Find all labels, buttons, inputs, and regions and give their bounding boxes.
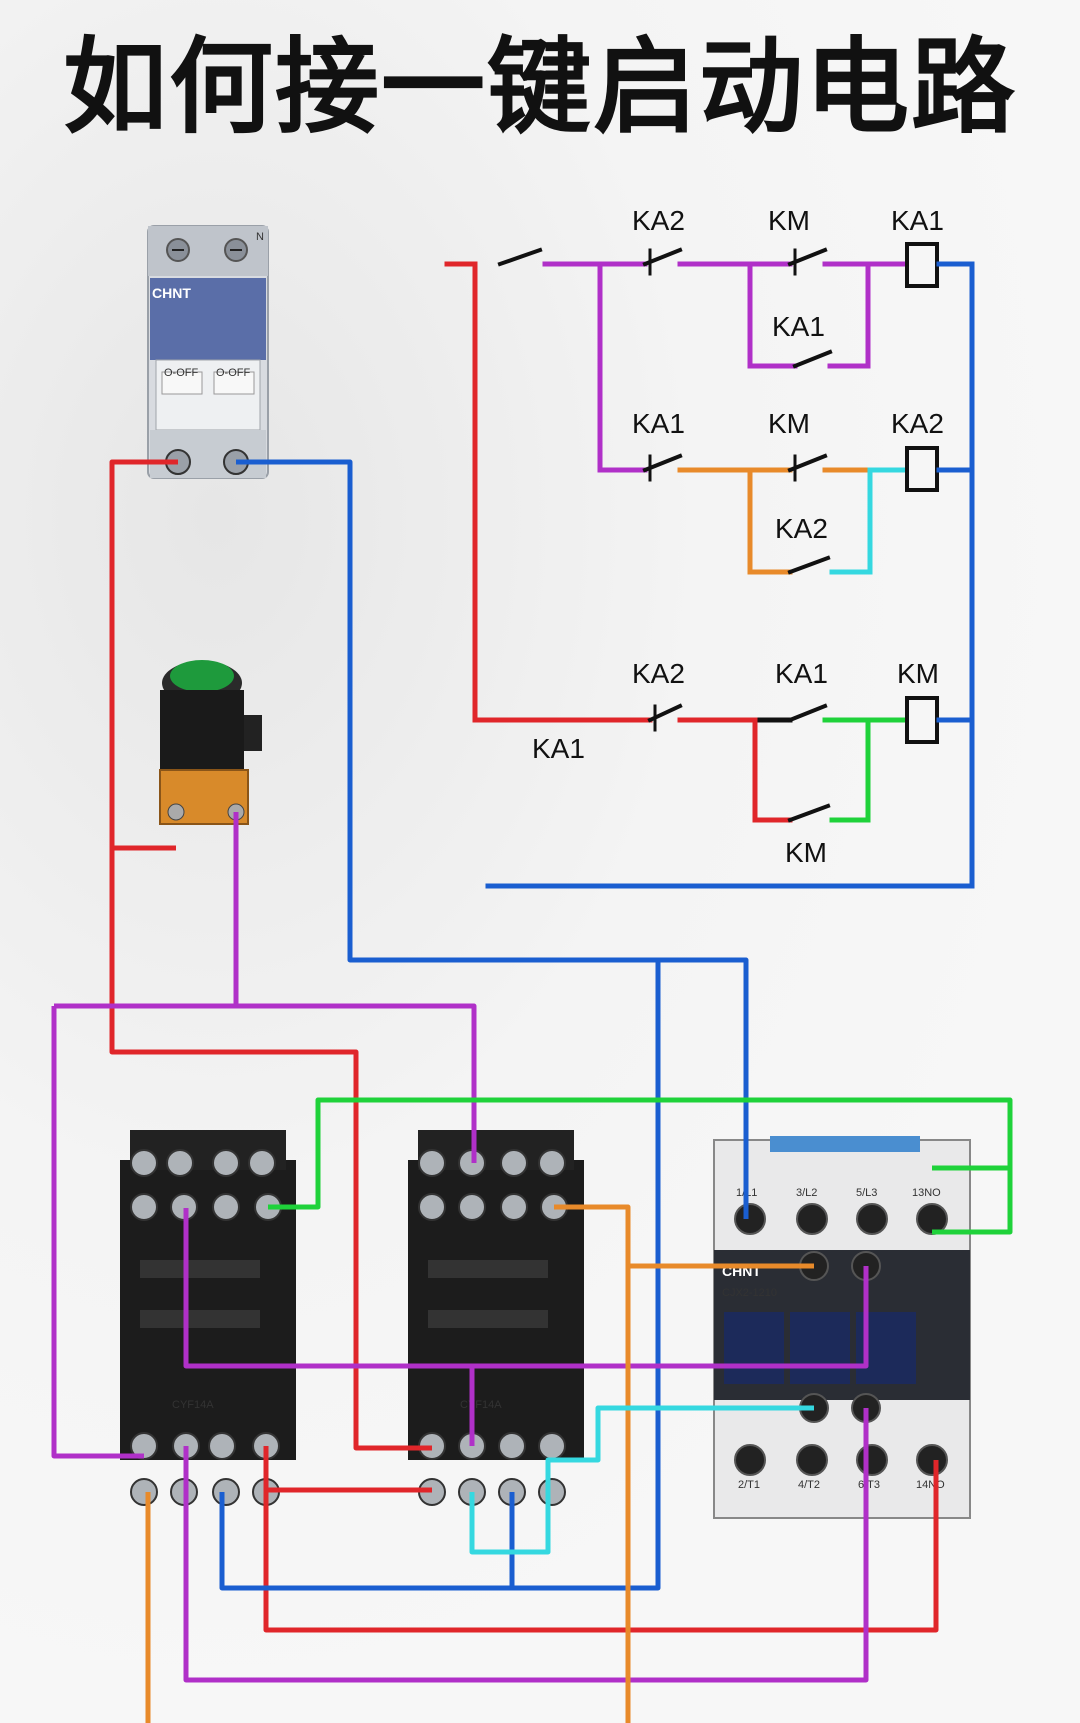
rung3-contact2-label: KA1 (775, 658, 828, 689)
rung2-contact2-label: KM (768, 408, 810, 439)
rung2-parallel-label: KA2 (775, 513, 828, 544)
relay-base-1: CYF14A (120, 1130, 296, 1506)
rung3-parallel-label: KM (785, 837, 827, 868)
contactor-model: CJX2-1210 (722, 1287, 777, 1299)
circuit-breaker: CHNT O-OFF O-OFF N (147, 225, 269, 479)
rung3-bottom-label: KA1 (532, 733, 585, 764)
rung3-contact1-label: KA2 (632, 658, 685, 689)
breaker-brand: CHNT (152, 285, 191, 301)
wiring (51, 459, 1013, 1723)
relay-base-2-label: CYF14A (460, 1399, 502, 1411)
rung2-contact1-label: KA1 (632, 408, 685, 439)
contactor-top-terminal-3: 5/L3 (856, 1187, 877, 1199)
contactor-top-terminal-4: 13NO (912, 1187, 941, 1199)
breaker-off-label-1: O-OFF (164, 367, 198, 379)
rung1-coil-label: KA1 (891, 205, 944, 236)
rung1-parallel-label: KA1 (772, 311, 825, 342)
page-title: 如何接一键启动电路 (62, 26, 1017, 148)
push-button[interactable] (159, 660, 262, 825)
relay-base-1-label: CYF14A (172, 1399, 214, 1411)
rung2-coil-label: KA2 (891, 408, 944, 439)
ladder-schematic (444, 242, 975, 889)
rung1-contact1-label: KA2 (632, 205, 685, 236)
rung3-coil-label: KM (897, 658, 939, 689)
contactor-top-terminal-2: 3/L2 (796, 1187, 817, 1199)
relay-base-2: CYF14A (408, 1130, 584, 1506)
contactor-bottom-terminal-1: 2/T1 (738, 1479, 760, 1491)
breaker-off-label-2: O-OFF (216, 367, 250, 379)
green-button-icon[interactable] (170, 660, 234, 692)
contactor-bottom-terminal-3: 6/T3 (858, 1479, 880, 1491)
rung1-contact2-label: KM (768, 205, 810, 236)
contactor: CHNT CJX2-1210 1/L1 3/L2 5/L3 13NO 2/T1 … (713, 1136, 971, 1519)
breaker-n-label: N (256, 231, 264, 243)
contactor-bottom-terminal-4: 14NO (916, 1479, 945, 1491)
contactor-bottom-terminal-2: 4/T2 (798, 1479, 820, 1491)
